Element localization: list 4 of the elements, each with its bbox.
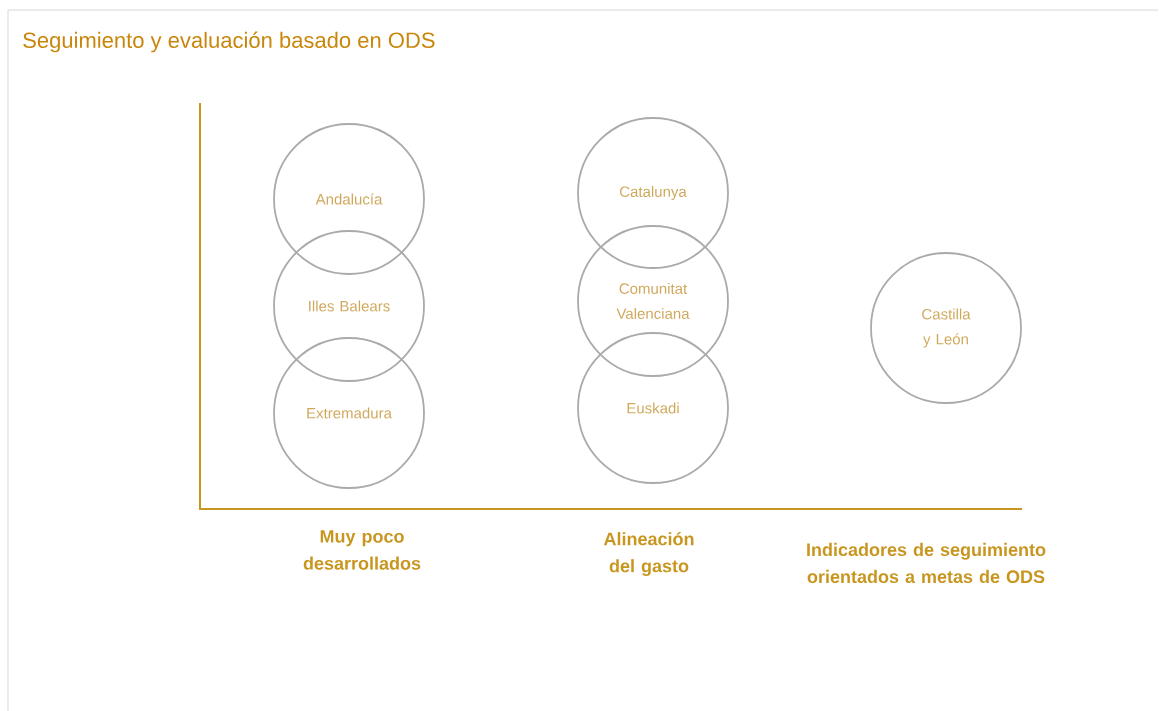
category-label: Muy poco desarrollados <box>303 530 421 570</box>
category-label: Alineación del gasto <box>603 531 694 576</box>
category-label: Indicadores de seguimiento orientados a metas de ODS <box>807 542 1046 584</box>
title: Seguimiento y evaluación basado en ODS <box>23 31 435 53</box>
